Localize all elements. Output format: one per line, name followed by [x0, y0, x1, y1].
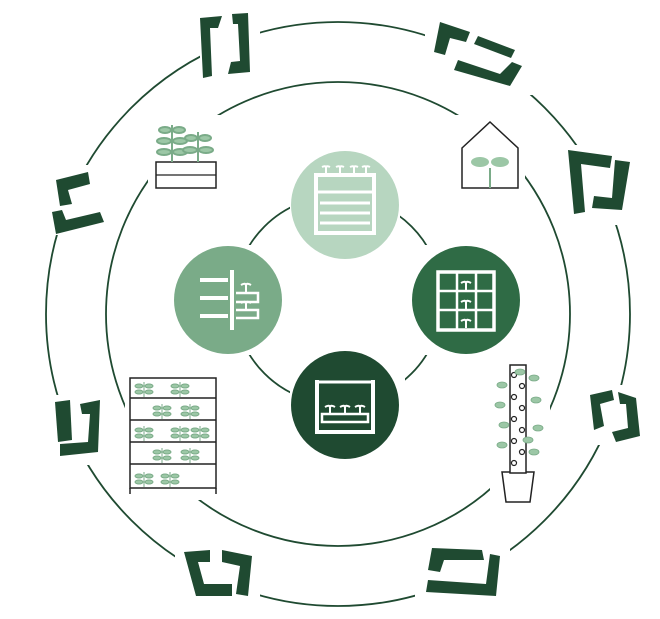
tower-leaf [530, 396, 542, 404]
rack-plant-leaf [144, 473, 154, 479]
rack-plant-leaf [144, 383, 154, 389]
trough-bed-system-icon [291, 351, 399, 459]
rack-plant-leaf [134, 433, 144, 439]
rack-plant-leaf [190, 455, 200, 461]
bracket-mark-right-lower [590, 390, 640, 442]
rack-plant-leaf [180, 449, 190, 455]
rack-plant-leaf [170, 427, 180, 433]
tower-leaf [498, 421, 510, 429]
rack-plant-leaf [180, 389, 190, 395]
tower-leaf [528, 374, 540, 382]
inner-ring [105, 81, 571, 547]
bracket-mark-bottom [184, 550, 252, 596]
tower-opening [510, 459, 518, 467]
tower-leaf [514, 368, 526, 376]
outer-ring [45, 21, 631, 607]
bracket-mark-left [52, 172, 104, 234]
rack-plant-leaf [134, 427, 144, 433]
rack-plant-leaf [162, 449, 172, 455]
rack-plant-leaf [170, 473, 180, 479]
rack-plant-leaf [134, 389, 144, 395]
greenhouse-icon [461, 120, 519, 189]
rack-plant-leaf [152, 411, 162, 417]
rack-plant-leaf [170, 383, 180, 389]
bracket-mark-top-right [434, 22, 522, 86]
wall-mounted-system-icon [174, 246, 282, 354]
rack-plant-leaf [152, 455, 162, 461]
rack-plant-leaf [180, 427, 190, 433]
rack-plant-leaf [190, 427, 200, 433]
vertical-shelf-system-icon [291, 151, 399, 259]
tower-opening [510, 393, 518, 401]
grid-wall-system-icon [412, 246, 520, 354]
rack-plant-leaf [144, 433, 154, 439]
tower-planter-icon [494, 364, 544, 503]
rack-plant-leaf [152, 405, 162, 411]
raised-planter-icon [155, 125, 217, 189]
rack-plant-leaf [162, 405, 172, 411]
tower-leaf [522, 436, 534, 444]
rack-plant-leaf [162, 411, 172, 417]
rack-plant-leaf [190, 411, 200, 417]
bracket-marks [52, 13, 640, 596]
rack-plant-leaf [190, 433, 200, 439]
tower-opening [518, 404, 526, 412]
tower-leaf [496, 441, 508, 449]
rack-plant-leaf [200, 427, 210, 433]
bracket-mark-bottom-right [426, 548, 500, 596]
tower-leaf [528, 448, 540, 456]
tower-opening [510, 415, 518, 423]
rack-plant-leaf [180, 433, 190, 439]
rings [45, 21, 631, 607]
tower-leaf [496, 381, 508, 389]
rack-plant-leaf [144, 427, 154, 433]
rack-plant-leaf [180, 383, 190, 389]
rack-plant-leaf [200, 433, 210, 439]
rack-plant-leaf [170, 389, 180, 395]
rack-plant-leaf [180, 411, 190, 417]
rack-plant-leaf [190, 405, 200, 411]
tower-leaf [494, 401, 506, 409]
rack-plant-leaf [144, 389, 154, 395]
rack-plant-leaf [180, 405, 190, 411]
tower-leaf [532, 424, 544, 432]
rack-plant-leaf [190, 449, 200, 455]
tower-opening [510, 437, 518, 445]
rack-plant-leaf [162, 455, 172, 461]
rack-plant-leaf [180, 455, 190, 461]
rack-plant-leaf [134, 479, 144, 485]
tower-opening [518, 426, 526, 434]
tower-opening [510, 371, 518, 379]
rack-plant-leaf [170, 479, 180, 485]
tower-opening [518, 382, 526, 390]
rack-plant-leaf [134, 383, 144, 389]
rack-plant-leaf [152, 449, 162, 455]
center-icons [174, 151, 520, 459]
shelf-rack-icon [129, 377, 217, 494]
rack-plant-leaf [144, 479, 154, 485]
rack-plant-leaf [170, 433, 180, 439]
rack-plant-leaf [160, 479, 170, 485]
tower-opening [518, 448, 526, 456]
bracket-mark-top [200, 13, 250, 78]
bracket-mark-left-lower [55, 400, 100, 456]
rack-plant-leaf [160, 473, 170, 479]
bracket-mark-right [568, 150, 630, 214]
rack-plant-leaf [134, 473, 144, 479]
